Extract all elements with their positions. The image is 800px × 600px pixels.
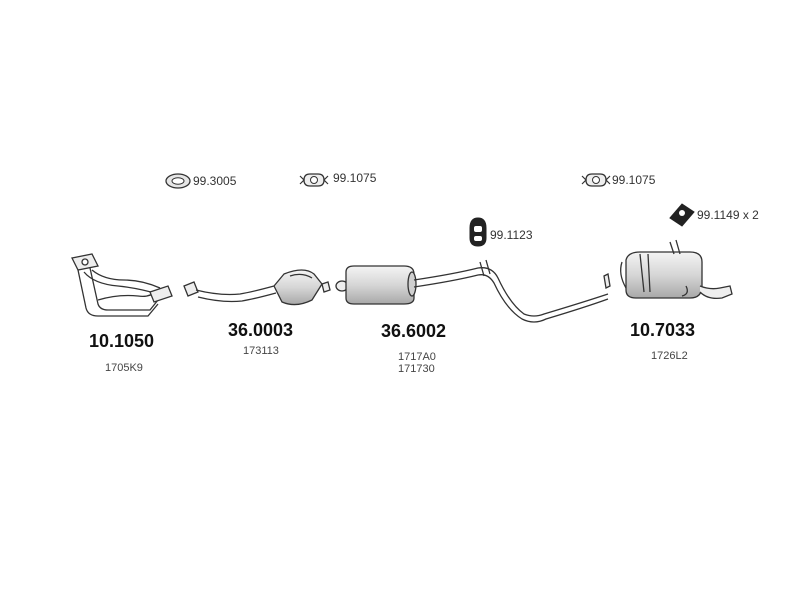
part-number: 36.0003 <box>228 320 294 340</box>
catalytic-converter-part <box>183 269 331 306</box>
oem-code: 1726L2 <box>651 350 688 362</box>
hanger-icon <box>469 217 487 247</box>
oem-reference: 1705K9 <box>105 362 143 374</box>
ring-gasket-icon <box>165 173 191 189</box>
rubber-mount-icon <box>669 203 695 227</box>
middle-silencer-part <box>335 259 611 323</box>
part-number: 36.6002 <box>381 321 447 341</box>
hardware-label-clamp-rear: 99.1075 <box>612 173 656 187</box>
part-number: 10.1050 <box>89 331 155 351</box>
clamp-icon <box>299 173 329 187</box>
hardware-label-clamp-front: 99.1075 <box>333 171 377 185</box>
rear-silencer-part <box>620 239 733 300</box>
front-downpipe-part <box>71 253 173 317</box>
hardware-label-hanger: 99.1123 <box>490 228 533 242</box>
oem-code: 171730 <box>398 363 435 375</box>
oem-code: 173113 <box>243 345 279 357</box>
oem-reference: 1717A0 171730 <box>398 351 436 375</box>
part-number: 10.7033 <box>630 320 696 340</box>
oem-reference: 173113 <box>243 345 279 357</box>
clamp-icon <box>581 173 611 187</box>
hardware-label-ring-gasket: 99.3005 <box>193 174 237 188</box>
oem-reference: 1726L2 <box>651 350 688 362</box>
oem-code: 1717A0 <box>398 351 436 363</box>
oem-code: 1705K9 <box>105 362 143 374</box>
hardware-label-mount: 99.1149 x 2 <box>697 208 759 222</box>
